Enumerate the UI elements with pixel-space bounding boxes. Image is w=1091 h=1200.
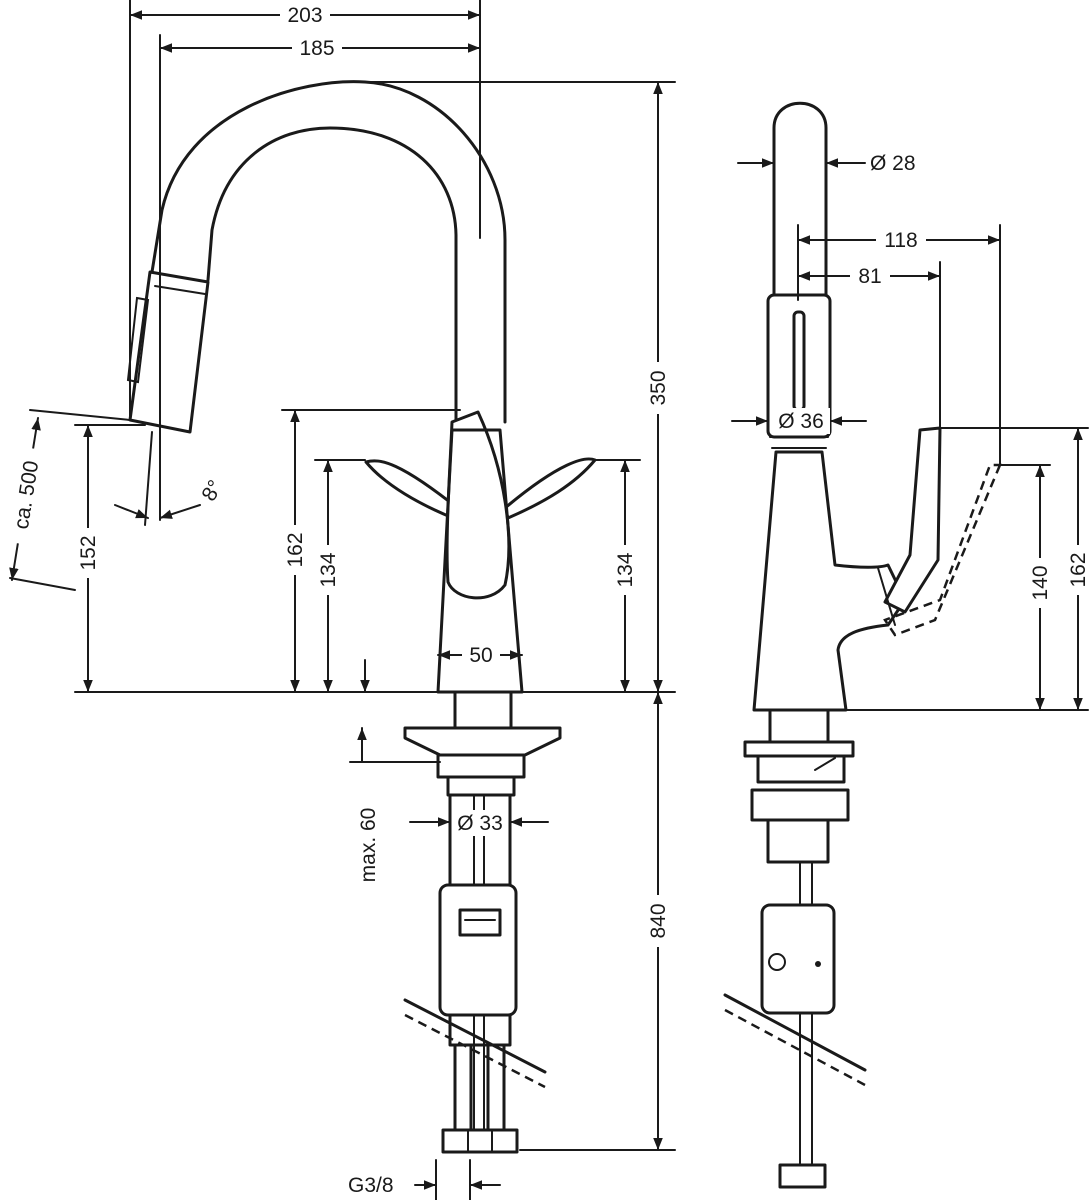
front-body bbox=[403, 428, 562, 1154]
dim-shank-diameter: Ø 33 bbox=[457, 812, 503, 835]
dim-outlet-height: 152 bbox=[77, 535, 100, 570]
front-dimension-lines bbox=[9, 0, 676, 1200]
side-view: Ø 28 118 81 Ø 36 140 162 bbox=[723, 101, 1091, 1189]
dim-max-deck-thickness: max. 60 bbox=[357, 808, 380, 883]
side-body bbox=[752, 426, 1002, 712]
front-dimension-labels: 203 185 350 840 152 162 134 134 50 ca. 5… bbox=[4, 2, 671, 1197]
dim-lever-height-right: 134 bbox=[614, 552, 637, 587]
dim-spray-angle: 8° bbox=[197, 476, 227, 505]
dim-base-diameter: 50 bbox=[469, 644, 492, 667]
dim-handle-height: 162 bbox=[284, 532, 307, 567]
dim-total-reach: 203 bbox=[287, 4, 322, 27]
dim-lever-height-short: 140 bbox=[1029, 565, 1052, 600]
side-dimension-labels: Ø 28 118 81 Ø 36 140 162 bbox=[772, 152, 1091, 608]
side-underside bbox=[723, 708, 867, 1189]
dim-below-deck: 840 bbox=[647, 903, 670, 938]
front-view: 203 185 350 840 152 162 134 134 50 ca. 5… bbox=[4, 0, 676, 1200]
dim-total-height: 350 bbox=[647, 370, 670, 405]
dim-lever-reach: 118 bbox=[884, 229, 917, 252]
dim-lever-height: 162 bbox=[1067, 552, 1090, 587]
front-lever bbox=[364, 410, 597, 600]
dim-body-diameter: Ø 36 bbox=[778, 410, 824, 433]
front-spout bbox=[126, 80, 507, 434]
dim-lever-height-left: 134 bbox=[317, 552, 340, 587]
dim-spout-reach: 185 bbox=[299, 37, 334, 60]
dim-spout-diameter: Ø 28 bbox=[870, 152, 916, 175]
dim-connection-thread: G3/8 bbox=[348, 1174, 394, 1197]
dim-lever-reach-short: 81 bbox=[858, 265, 881, 288]
